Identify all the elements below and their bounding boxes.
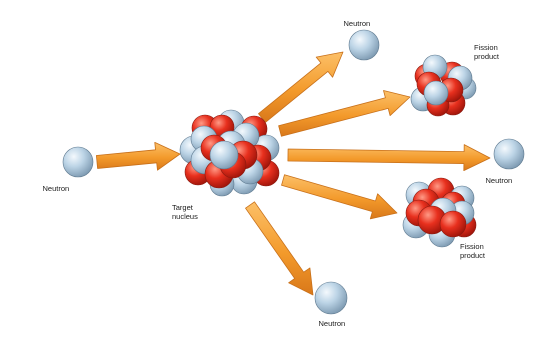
arrow-to-fission-product-top xyxy=(278,90,411,137)
neutron-bottom xyxy=(314,281,348,315)
fission-product-top-label: Fission product xyxy=(474,43,500,61)
arrows xyxy=(96,51,491,296)
arrow-incoming-neutron xyxy=(96,141,181,171)
fission-product-bottom-label: Fission product xyxy=(460,242,486,260)
fission-product-bottom-label-line1: Fission xyxy=(460,242,484,251)
fission-product-top-label-line2: product xyxy=(474,51,500,61)
neutron-bottom-label: Neutron xyxy=(318,319,346,328)
particles xyxy=(62,29,525,315)
neutron-top xyxy=(348,29,380,61)
neutron-top-label: Neutron xyxy=(343,19,371,28)
neutron-right xyxy=(493,138,525,170)
incoming-neutron-label: Neutron xyxy=(42,184,70,193)
neutron-right-label: Neutron xyxy=(485,176,513,185)
fission-product-bottom xyxy=(402,177,477,248)
proton xyxy=(439,210,467,238)
target-nucleus-label-line1: Target xyxy=(172,203,193,212)
arrow-to-neutron-right xyxy=(287,144,491,172)
target-nucleus-label-line2: nucleus xyxy=(172,211,198,221)
neutron-particle xyxy=(423,80,449,106)
incoming-neutron xyxy=(62,146,94,178)
fission-product-bottom-label-line2: product xyxy=(460,250,486,260)
arrow-to-neutron-top xyxy=(258,51,344,123)
fission-product-top xyxy=(410,54,477,117)
arrow-to-fission-product-bottom xyxy=(281,174,398,220)
target-nucleus xyxy=(179,109,280,197)
fission-product-top-label-line1: Fission xyxy=(474,43,498,52)
target-nucleus-label: Target nucleus xyxy=(172,203,198,221)
neutron-particle xyxy=(209,140,239,170)
arrow-to-neutron-bottom xyxy=(245,201,314,296)
